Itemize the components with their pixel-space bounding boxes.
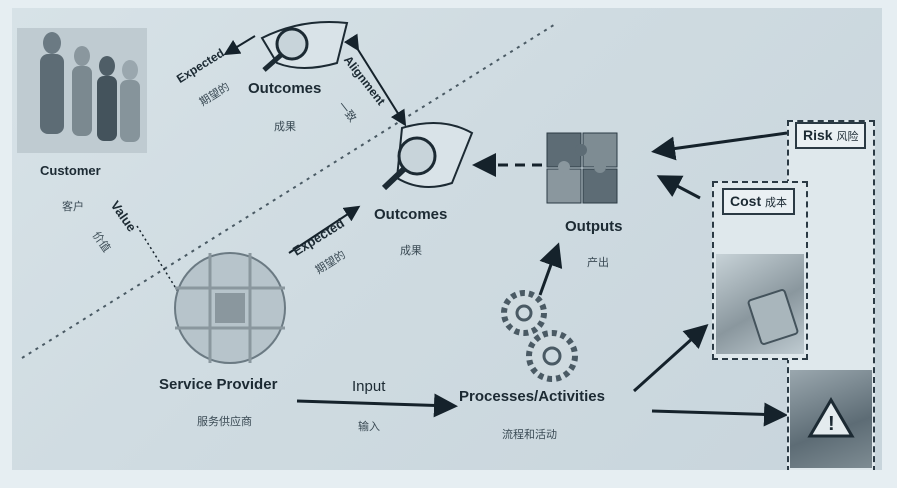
risk-flag-label: Risk bbox=[803, 127, 833, 143]
processes-label-zh: 流程和活动 bbox=[502, 428, 557, 441]
risk-warning-image: ! bbox=[790, 370, 872, 468]
input-label-zh: 输入 bbox=[358, 420, 380, 433]
cost-flag-label-zh: 成本 bbox=[765, 196, 788, 209]
outcomes-top-label: Outcomes bbox=[248, 80, 322, 97]
cost-flag: Cost 成本 bbox=[722, 188, 796, 215]
magnifier-icon-top bbox=[260, 21, 349, 72]
processes-label: Processes/Activities bbox=[459, 388, 605, 405]
outputs-label: Outputs bbox=[565, 218, 623, 235]
outputs-label-zh: 产出 bbox=[587, 256, 609, 269]
outcomes-mid-label: Outcomes bbox=[374, 206, 448, 223]
customer-label: Customer bbox=[40, 163, 101, 178]
customer-label-zh: 客户 bbox=[62, 200, 84, 213]
cost-flag-label: Cost bbox=[730, 193, 762, 209]
risk-flag: Risk 风险 bbox=[795, 122, 867, 149]
puzzle-icon bbox=[546, 132, 618, 204]
service-provider-globe bbox=[174, 252, 286, 364]
diagram-canvas: ! Risk 风险 Cost 成本 Customer 客户 Value 价值 E… bbox=[12, 8, 882, 470]
risk-flag-label-zh: 风险 bbox=[836, 130, 859, 143]
magnifier-icon-middle bbox=[381, 122, 474, 191]
connector-layer bbox=[17, 21, 788, 427]
cost-calculator-image bbox=[716, 254, 804, 354]
calculator-icon bbox=[747, 289, 799, 345]
outcomes-top-label-zh: 成果 bbox=[274, 120, 296, 133]
svg-text:!: ! bbox=[828, 413, 835, 435]
warning-triangle-icon bbox=[807, 397, 855, 438]
service-provider-label-zh: 服务供应商 bbox=[197, 415, 252, 428]
service-provider-label: Service Provider bbox=[159, 376, 278, 393]
outcomes-mid-label-zh: 成果 bbox=[400, 244, 422, 257]
divider-line bbox=[21, 22, 558, 359]
input-label: Input bbox=[352, 378, 386, 395]
gears-icon bbox=[501, 290, 578, 382]
customer-people-image bbox=[17, 28, 147, 153]
